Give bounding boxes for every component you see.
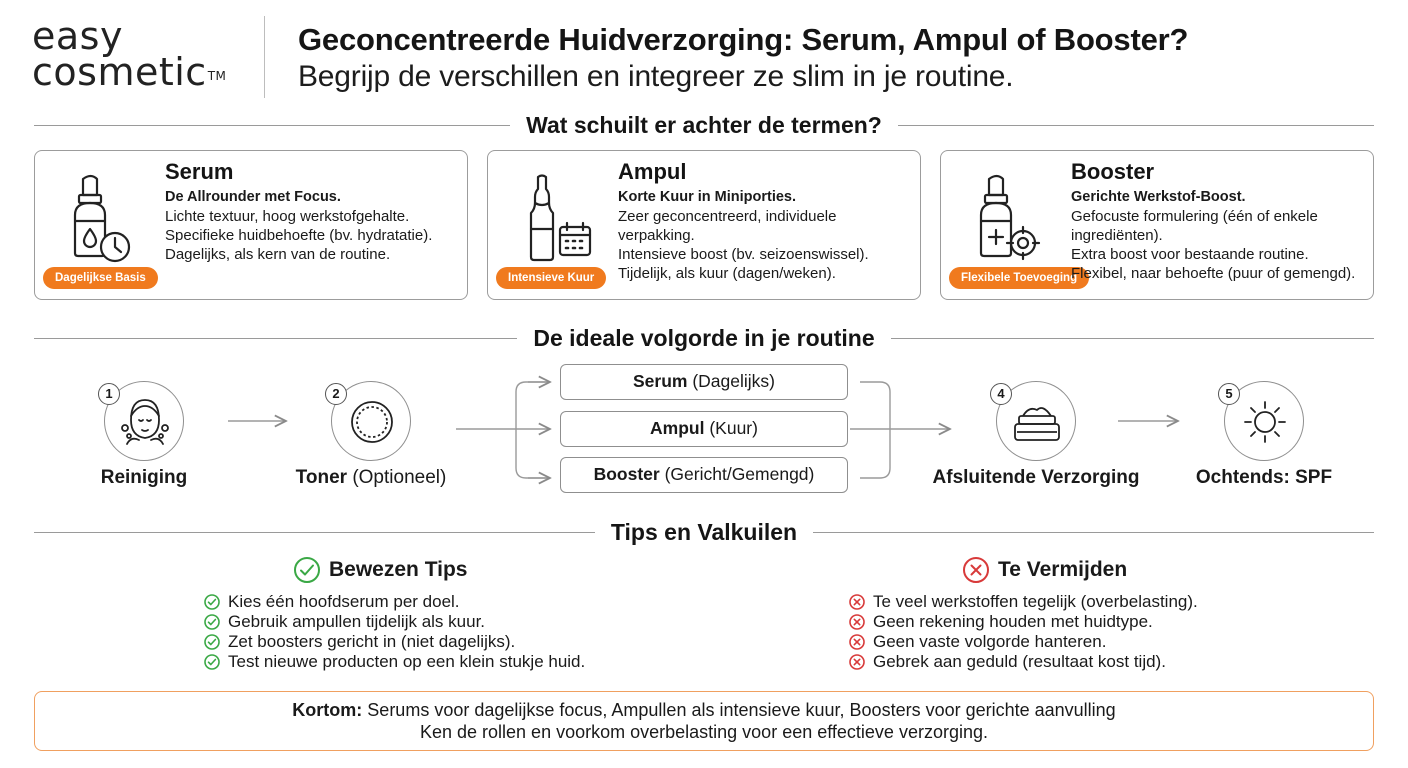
sun-icon (1244, 401, 1286, 443)
cream-jar-icon (1014, 407, 1060, 441)
summary-line-1: Kortom: Serums voor dagelijkse focus, Am… (292, 700, 1116, 720)
section-heading-terms: Wat schuilt er achter de termen? (34, 110, 1374, 140)
check-circle-icon (294, 557, 320, 583)
cross-circle-icon (963, 557, 989, 583)
brand-line-1: easy (32, 14, 123, 58)
cross-circle-icon (849, 614, 865, 630)
badge-ampul: Intensieve Kuur (496, 267, 607, 289)
section-rule-left (34, 337, 518, 339)
card-line: Tijdelijk, als kuur (dagen/weken). (618, 265, 836, 282)
dropper-bottle-target-icon (969, 173, 1045, 263)
card-line: Gefocuste formulering (één of enkele (1071, 208, 1318, 225)
tips-bad-title: Te Vermijden (998, 558, 1128, 581)
card-title: Serum (165, 159, 234, 184)
check-circle-icon (204, 654, 220, 670)
page-subtitle: Begrijp de verschillen en integreer ze s… (298, 60, 1014, 93)
summary-label: Kortom: (292, 700, 363, 720)
card-line: Specifieke huidbehoefte (bv. hydratatie)… (165, 227, 433, 244)
card-line: Dagelijks, als kern van de routine. (165, 246, 391, 263)
step-number: 4 (990, 383, 1012, 405)
cross-circle-icon (849, 654, 865, 670)
brand-logo: easy cosmeticTM (32, 14, 227, 91)
section-title-tips: Tips en Valkuilen (610, 518, 798, 545)
cross-circle-icon (849, 634, 865, 650)
badge-serum: Dagelijkse Basis (43, 267, 158, 289)
tips-good-list: Kies één hoofdserum per doel. Gebruik am… (204, 592, 585, 672)
list-item: Zet boosters gericht in (niet dagelijks)… (204, 632, 585, 652)
card-subtitle: Korte Kuur in Miniporties. (618, 189, 797, 205)
brand-line-2: cosmetic (32, 50, 207, 94)
trademark-mark: TM (207, 69, 227, 83)
step-number: 1 (98, 383, 120, 405)
section-rule-right (813, 531, 1375, 533)
section-rule-right (890, 337, 1374, 339)
list-item: Test nieuwe producten op een klein stukj… (204, 652, 585, 672)
tips-bad-list: Te veel werkstoffen tegelijk (overbelast… (849, 592, 1198, 672)
card-line: verpakking. (618, 227, 695, 244)
summary-box: Kortom: Serums voor dagelijkse focus, Am… (34, 691, 1374, 751)
check-circle-icon (204, 594, 220, 610)
section-heading-routine: De ideale volgorde in je routine (34, 323, 1374, 353)
routine-connectors (228, 360, 1408, 510)
tips-good-heading: Bewezen Tips (293, 556, 468, 584)
card-serum: Dagelijkse Basis Serum De Allrounder met… (34, 150, 468, 300)
card-text-booster: Booster Gerichte Werkstof-Boost. Gefocus… (1071, 159, 1365, 283)
dropper-bottle-clock-icon (63, 173, 139, 263)
tips-bad-heading: Te Vermijden (962, 556, 1127, 584)
card-line: ingrediënten). (1071, 227, 1163, 244)
card-title: Booster (1071, 159, 1155, 184)
section-rule-left (34, 531, 595, 533)
summary-line-2: Ken de rollen en voorkom overbelasting v… (419, 722, 988, 742)
card-subtitle: Gerichte Werkstof-Boost. (1071, 189, 1246, 205)
routine-option-serum: Serum (Dagelijks) (560, 364, 848, 400)
tips-good-title: Bewezen Tips (329, 558, 468, 581)
list-item: Geen rekening houden met huidtype. (849, 612, 1198, 632)
step-label-moisturizer: Afsluitende Verzorging (932, 467, 1140, 488)
badge-booster: Flexibele Toevoeging (949, 267, 1090, 289)
list-item: Gebruik ampullen tijdelijk als kuur. (204, 612, 585, 632)
card-line: Flexibel, naar behoefte (puur of gemengd… (1071, 265, 1356, 282)
step-label-spf: Ochtends: SPF (1195, 467, 1333, 488)
section-heading-tips: Tips en Valkuilen (34, 517, 1375, 547)
cross-circle-icon (849, 594, 865, 610)
section-title-terms: Wat schuilt er achter de termen? (526, 111, 882, 138)
routine-option-ampul: Ampul (Kuur) (560, 411, 848, 447)
cotton-pad-icon (351, 401, 393, 443)
card-line: Lichte textuur, hoog werkstofgehalte. (165, 208, 410, 225)
section-title-routine: De ideale volgorde in je routine (533, 324, 875, 351)
face-cleansing-icon (121, 399, 169, 445)
page-title: Geconcentreerde Huidverzorging: Serum, A… (298, 22, 1189, 57)
section-rule-right (897, 124, 1374, 126)
step-label-toner: Toner (Optioneel) (295, 467, 447, 488)
list-item: Te veel werkstoffen tegelijk (overbelast… (849, 592, 1198, 612)
card-line: Intensieve boost (bv. seizoenswissel). (618, 246, 869, 263)
check-circle-icon (204, 634, 220, 650)
check-circle-icon (204, 614, 220, 630)
card-title: Ampul (618, 159, 687, 184)
list-item: Kies één hoofdserum per doel. (204, 592, 585, 612)
section-rule-left (34, 124, 511, 126)
card-booster: Flexibele Toevoeging Booster Gerichte We… (940, 150, 1374, 300)
list-item: Gebrek aan geduld (resultaat kost tijd). (849, 652, 1198, 672)
card-text-serum: Serum De Allrounder met Focus. Lichte te… (165, 159, 459, 264)
card-text-ampul: Ampul Korte Kuur in Miniporties. Zeer ge… (618, 159, 912, 283)
routine-option-booster: Booster (Gericht/Gemengd) (560, 457, 848, 493)
step-label-cleansing: Reiniging (100, 467, 188, 488)
list-item: Geen vaste volgorde hanteren. (849, 632, 1198, 652)
step-number: 2 (325, 383, 347, 405)
card-ampul: Intensieve Kuur Ampul Korte Kuur in Mini… (487, 150, 921, 300)
card-subtitle: De Allrounder met Focus. (165, 189, 341, 205)
ampoule-calendar-icon (516, 173, 592, 263)
step-number: 5 (1218, 383, 1240, 405)
card-line: Zeer geconcentreerd, individuele (618, 208, 837, 225)
card-line: Extra boost voor bestaande routine. (1071, 246, 1309, 263)
header-divider (264, 16, 265, 98)
